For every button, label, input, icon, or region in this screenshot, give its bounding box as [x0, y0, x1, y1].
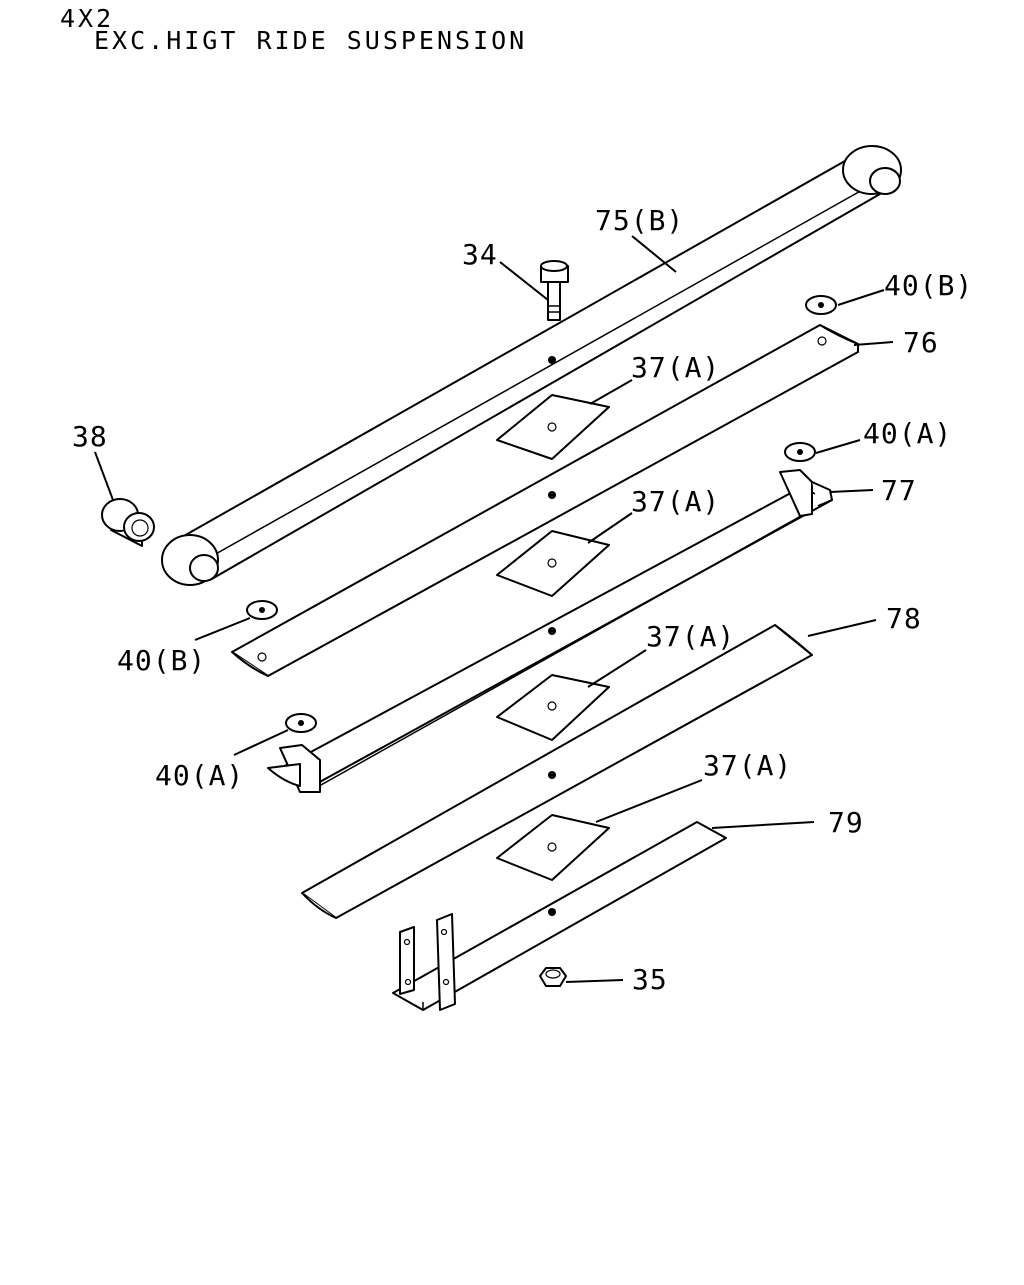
- nut-35: [539, 967, 567, 987]
- callout-40b-top: 40(B): [884, 269, 973, 302]
- leader-40a-top: [815, 439, 861, 454]
- leader-37a-3: [587, 649, 647, 688]
- variant-title: EXC.HIGT RIDE SUSPENSION: [94, 26, 527, 55]
- leader-37a-2: [587, 512, 633, 544]
- callout-40a-top: 40(A): [863, 417, 952, 450]
- callout-34: 34: [462, 238, 498, 271]
- pad-37a-1: [496, 394, 610, 460]
- callout-75b: 75(B): [595, 204, 684, 237]
- callout-40b-left: 40(B): [117, 644, 206, 677]
- pad-37a-3: [496, 674, 610, 741]
- leader-40a-left: [233, 729, 289, 756]
- pad-37a-2: [496, 530, 610, 597]
- callout-79: 79: [828, 806, 864, 839]
- callout-37a-3: 37(A): [646, 620, 735, 653]
- leader-37a-1: [589, 379, 633, 405]
- callout-77: 77: [881, 474, 917, 507]
- bushing-38: [101, 498, 155, 547]
- leaf-76: [231, 324, 859, 677]
- leaf-78: [301, 624, 813, 919]
- leader-78: [807, 619, 877, 637]
- callout-35: 35: [632, 963, 668, 996]
- leader-75b: [631, 235, 677, 273]
- callout-76: 76: [903, 326, 939, 359]
- callout-37a-4: 37(A): [703, 749, 792, 782]
- callout-37a-1: 37(A): [631, 351, 720, 384]
- config-label: 4X2: [60, 4, 114, 33]
- leader-34: [499, 261, 549, 301]
- leader-77: [829, 489, 874, 493]
- leaf-79: [392, 821, 727, 1011]
- leader-40b-top: [837, 289, 885, 306]
- leader-37a-4: [595, 779, 703, 823]
- leader-79: [711, 821, 815, 829]
- callout-40a-left: 40(A): [155, 759, 244, 792]
- leader-38: [94, 451, 114, 501]
- callout-38: 38: [72, 420, 108, 453]
- callout-37a-2: 37(A): [631, 485, 720, 518]
- pad-37a-4: [496, 814, 610, 881]
- leader-35: [565, 979, 624, 983]
- leader-76: [853, 341, 894, 346]
- leaf-77: [267, 469, 833, 793]
- leader-40b-left: [194, 617, 251, 641]
- main-leaf-75b: [161, 145, 902, 586]
- center-bolt-34: [540, 260, 569, 321]
- callout-78: 78: [886, 602, 922, 635]
